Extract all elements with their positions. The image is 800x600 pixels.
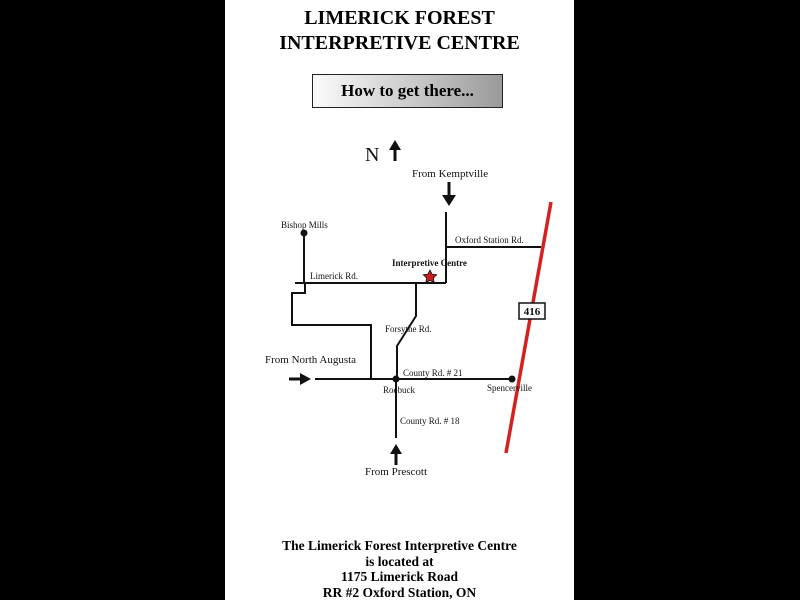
- directions-map: N From Kemptville: [265, 140, 553, 478]
- page-title: LIMERICK FOREST INTERPRETIVE CENTRE: [225, 6, 574, 56]
- address-line-3: 1175 Limerick Road: [341, 569, 458, 584]
- limerick-rd-label: Limerick Rd.: [310, 271, 358, 281]
- highway-416-shield: 416: [518, 302, 546, 320]
- address-block: The Limerick Forest Interpretive Centre …: [225, 538, 574, 600]
- interpretive-centre-label: Interpretive Centre: [392, 258, 467, 268]
- north-arrow-icon: [389, 140, 401, 161]
- county-rd-21-label: County Rd. # 21: [403, 368, 463, 378]
- right-arrow-icon: [289, 373, 311, 385]
- from-north-augusta-label: From North Augusta: [265, 354, 356, 366]
- address-line-4: RR #2 Oxford Station, ON: [322, 584, 477, 600]
- title-line-2: INTERPRETIVE CENTRE: [279, 32, 520, 54]
- oxford-station-rd-label: Oxford Station Rd.: [455, 235, 524, 245]
- address-line-2: is located at: [365, 553, 434, 569]
- bishop-mills-dot: [300, 229, 308, 237]
- county-rd-18-label: County Rd. # 18: [400, 416, 460, 426]
- up-arrow-icon: [390, 444, 402, 465]
- from-prescott-label: From Prescott: [365, 466, 427, 478]
- down-arrow-icon: [442, 182, 456, 206]
- title-line-1: LIMERICK FOREST: [304, 7, 495, 29]
- road-network: [291, 212, 541, 438]
- interpretive-centre-star-icon: [422, 269, 438, 284]
- forsythe-rd-label: Forsythe Rd.: [385, 324, 432, 334]
- roebuck-label: Roebuck: [383, 385, 415, 395]
- highway-416-line: [504, 201, 553, 454]
- roebuck-dot: [392, 375, 400, 383]
- from-kemptville-label: From Kemptville: [412, 168, 488, 180]
- address-line-1: The Limerick Forest Interpretive Centre: [282, 538, 517, 553]
- north-label: N: [365, 144, 379, 166]
- spencerville-dot: [508, 375, 516, 383]
- brochure-panel: LIMERICK FOREST INTERPRETIVE CENTRE How …: [225, 0, 574, 600]
- spencerville-label: Spencerville: [487, 383, 532, 393]
- bishop-mills-label: Bishop Mills: [281, 220, 328, 230]
- highway-416-label: 416: [524, 306, 541, 318]
- how-to-get-there-button[interactable]: How to get there...: [312, 74, 503, 108]
